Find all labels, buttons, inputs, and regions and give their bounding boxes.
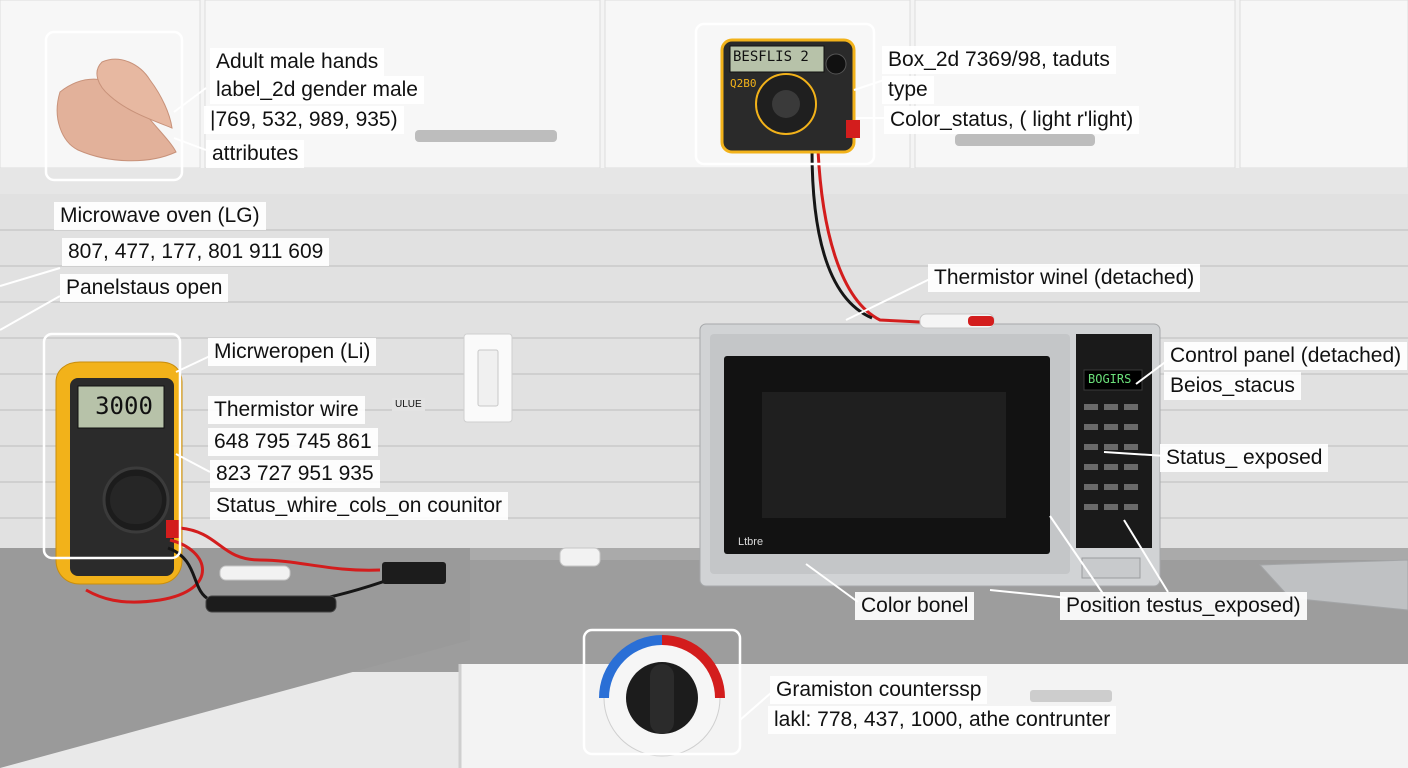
left-meter-display: 3000 — [95, 392, 153, 420]
hands-label-line4: attributes — [206, 140, 305, 168]
top-meter-brand: Q2B0 — [730, 77, 757, 90]
cabinet-handle — [415, 130, 557, 142]
left-multimeter — [55, 361, 183, 585]
top-meter-display: BESFLIS 2 — [733, 49, 809, 65]
thermistor-top-label: Thermistor winel (detached) — [928, 264, 1201, 292]
hands-label-line1: Adult male hands — [210, 48, 385, 76]
leader-lines — [0, 79, 1169, 721]
control-panel-label-line2: Beios_stacus — [1164, 372, 1301, 400]
microwave-label-line1: Microwave oven (LG) — [54, 202, 266, 230]
left-meter-label-line4: 823 727 951 935 — [210, 460, 380, 488]
microwave-brand: Ltbre — [738, 536, 764, 548]
hands-label-line2: label_2d gender male — [210, 76, 424, 104]
top-meter-label-line2: type — [882, 76, 934, 104]
counter-wires — [85, 526, 601, 613]
cabinet-handle — [955, 134, 1095, 146]
countertop-label-line1: Gramiston counterssp — [770, 676, 988, 704]
top-multimeter — [720, 38, 860, 154]
microwave-label-line3: Panelstaus open — [60, 274, 229, 302]
status-exposed-label: Status_ exposed — [1160, 444, 1329, 472]
outlet-badge: ULUE — [392, 398, 425, 411]
control-panel-label-line1: Control panel (detached) — [1164, 342, 1408, 370]
position-status-label: Position testus_exposed) — [1060, 592, 1307, 620]
microwave-label-line2: 807, 477, 177, 801 911 609 — [62, 238, 330, 266]
adult-hands — [56, 58, 177, 162]
top-meter-bbox — [694, 22, 876, 166]
thermostat-knob — [599, 635, 725, 757]
microwave-control-panel — [1076, 334, 1152, 548]
top-meter-label-line3: Color_status, ( light r'light) — [884, 106, 1140, 134]
microwave-display: BOGIRS — [1088, 372, 1132, 386]
left-meter-label-line5: Status_whire_cols_on counitor — [210, 492, 509, 520]
countertop-label-line2: lakl: 778, 437, 1000, athe contrunter — [768, 706, 1117, 734]
hands-label-line3: |769, 532, 989, 935) — [204, 106, 404, 134]
color-bonel-label: Color bonel — [855, 592, 975, 620]
thermistor-wire-top — [810, 149, 995, 329]
microwave-oven — [699, 323, 1161, 587]
wall-outlet — [463, 333, 513, 423]
left-meter-bbox — [42, 332, 182, 560]
left-meter-label-line1: Micrweropen (Li) — [208, 338, 377, 366]
left-meter-label-line2: Thermistor wire — [208, 396, 365, 424]
top-meter-label-line1: Box_2d 7369/98, taduts — [882, 46, 1116, 74]
left-meter-label-line3: 648 795 745 861 — [208, 428, 378, 456]
thermostat-bbox — [582, 628, 742, 756]
